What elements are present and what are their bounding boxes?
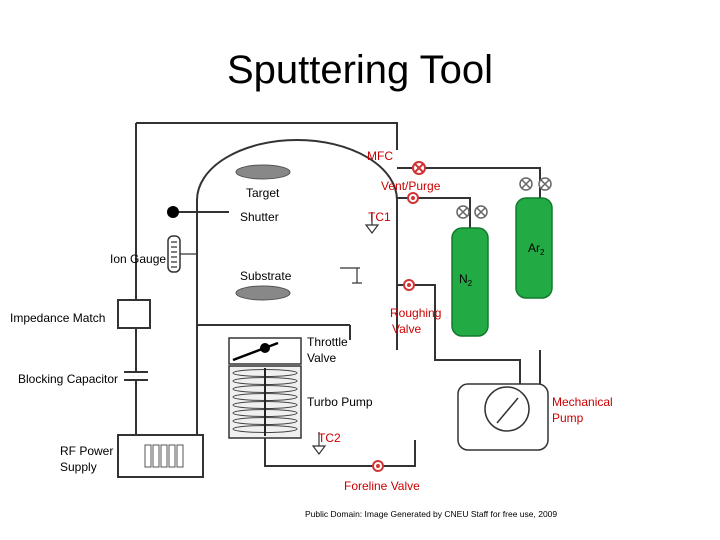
mfc-valve[interactable]: [412, 161, 426, 175]
tc1-gauge: [364, 224, 380, 234]
rf-power-label-2: Supply: [60, 460, 97, 474]
ar-gas-cylinder: [515, 197, 553, 299]
page-title: Sputtering Tool: [227, 48, 493, 92]
ar-valve-left[interactable]: [519, 177, 533, 191]
vacuum-chamber: [196, 139, 398, 460]
ion-gauge-label: Ion Gauge: [110, 252, 166, 266]
foreline-valve-label: Foreline Valve: [344, 479, 420, 493]
throttle-valve-label-2: Valve: [307, 351, 336, 365]
credit-text: Public Domain: Image Generated by CNEU S…: [305, 509, 557, 519]
throttle-valve-label-1: Throttle: [307, 335, 348, 349]
ion-gauge-filament: [171, 241, 177, 268]
tc2-label: TC2: [318, 431, 341, 445]
vent-purge-line: [397, 197, 471, 228]
throttle-valve-flap[interactable]: [232, 341, 279, 362]
mechanical-pump-label-2: Pump: [552, 411, 584, 425]
throttle-valve-pivot: [260, 343, 270, 353]
rf-power-supply-coil: [144, 444, 184, 468]
n2-label: N2: [459, 272, 473, 288]
tc1-label: TC1: [368, 210, 391, 224]
foreline-pipe: [264, 438, 416, 467]
turbo-pump-label: Turbo Pump: [307, 395, 373, 409]
n2-valve-right[interactable]: [474, 205, 488, 219]
target-disk: [235, 164, 291, 180]
shutter-label: Shutter: [240, 210, 279, 224]
shutter-knob: [167, 206, 179, 218]
turbo-pump-blades: [232, 368, 298, 436]
ar-valve-right[interactable]: [538, 177, 552, 191]
impedance-match-label: Impedance Match: [10, 311, 105, 325]
n2-gas-cylinder: [451, 227, 489, 337]
ar-label: Ar2: [528, 241, 545, 257]
roughing-line: [397, 284, 521, 385]
n2-valve-left[interactable]: [456, 205, 470, 219]
rf-power-label-1: RF Power: [60, 444, 113, 458]
impedance-match-box: [117, 299, 151, 329]
mechanical-pump-gauge: [484, 386, 530, 432]
roughing-valve[interactable]: [403, 279, 415, 291]
mechanical-pump-label-1: Mechanical: [552, 395, 613, 409]
target-label: Target: [246, 186, 280, 200]
vent-purge-valve[interactable]: [407, 192, 419, 204]
mechanical-pump-needle: [496, 397, 519, 424]
electrical-loop-top: [136, 122, 398, 150]
vent-purge-label: Vent/Purge: [381, 179, 441, 193]
roughing-valve-label-2: Valve: [392, 322, 421, 336]
roughing-valve-label-1: Roughing: [390, 306, 441, 320]
foreline-valve[interactable]: [372, 460, 384, 472]
tc2-gauge: [311, 445, 327, 455]
substrate-label: Substrate: [240, 269, 292, 283]
mfc-label: MFC: [367, 149, 393, 163]
substrate-disk: [235, 285, 291, 301]
blocking-capacitor-label: Blocking Capacitor: [18, 372, 118, 386]
